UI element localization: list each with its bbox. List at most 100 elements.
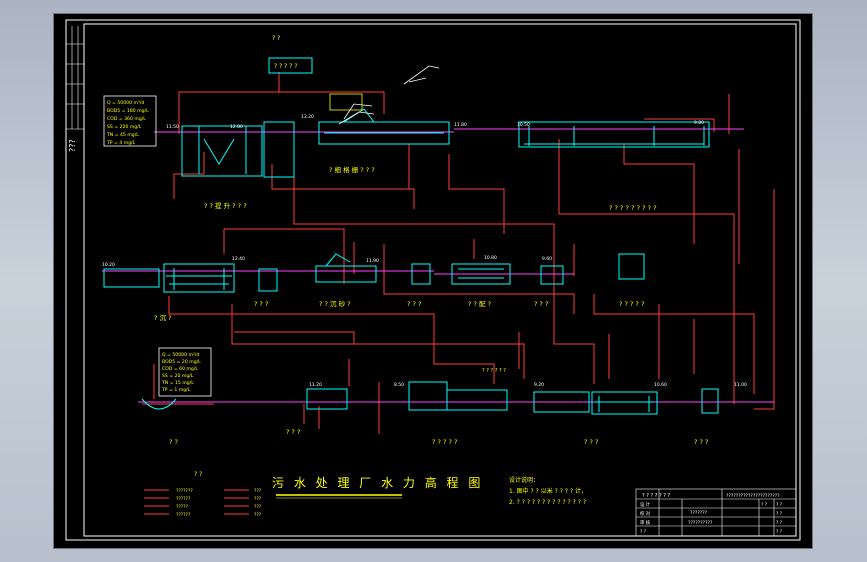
tb-row-review: 审 核 bbox=[640, 519, 651, 526]
binding-strip bbox=[66, 26, 84, 130]
influent-row-5: TP = 4 mg/L bbox=[106, 140, 136, 146]
tb-field-2: ?????????? bbox=[688, 520, 713, 526]
fine-screen-channel bbox=[318, 121, 450, 145]
label-fine-screen: ? 细 格 栅 ? ? ? bbox=[329, 165, 375, 174]
elev-14: 10.60 bbox=[654, 382, 667, 388]
effluent-row-4: TN = 15 mg/L bbox=[161, 380, 194, 386]
elev-12: 8.50 bbox=[394, 382, 404, 388]
notes-line-1: 1. 图中 ? ? 以米 ? ? ? ? 计， bbox=[509, 487, 587, 495]
tb-cell-1: ? ? bbox=[776, 511, 783, 517]
label-grit-chamber: ? ? ? ? ? ? ? ? ? bbox=[609, 204, 657, 212]
effluent-table: Q = 50000 m³/d BOD5 = 20 mg/L COD = 60 m… bbox=[158, 347, 212, 397]
label-row2-3: ? ? ? bbox=[407, 300, 421, 308]
grit-chamber bbox=[518, 121, 710, 148]
tb-cell-0: ? ? bbox=[776, 502, 783, 508]
influent-row-0: Q = 50000 m³/d bbox=[107, 100, 144, 106]
title-block bbox=[635, 488, 797, 537]
hydraulic-profile-drawing: ??? bbox=[65, 19, 801, 541]
influent-row-1: BOD5 = 180 mg/L bbox=[107, 108, 149, 114]
bottom-caption: ? ? ? ? ? ? bbox=[482, 368, 506, 374]
elev-15: 11.00 bbox=[734, 382, 747, 388]
row2-labels: ? 沉 ? ? ? ? ? ? 沉 砂 ? ? ? ? ? ? 配 ? ? ? … bbox=[154, 299, 645, 322]
primary-clarifier bbox=[163, 263, 235, 293]
tb-scale-label: ? ? bbox=[761, 502, 768, 508]
elev-3: 11.80 bbox=[454, 122, 467, 128]
influent-table: Q = 50000 m³/d BOD5 = 180 mg/L COD = 360… bbox=[103, 95, 157, 147]
elev-5: 9.80 bbox=[694, 120, 704, 126]
elev-10: 9.60 bbox=[542, 256, 552, 262]
elev-13: 9.20 bbox=[534, 382, 544, 388]
title-block-text: ? ? ? ? ? ? ? ?????????????????????? 设 计… bbox=[640, 493, 783, 535]
elev-9: 10.80 bbox=[484, 255, 497, 261]
row1-labels: ? ? 提 升 ? ? ? ? 细 格 栅 ? ? ? ? ? ? ? ? ? … bbox=[204, 165, 657, 212]
outer-frame bbox=[65, 19, 801, 541]
drawing-sheet: ??? bbox=[54, 14, 812, 548]
inlet-caption: ? ? bbox=[272, 35, 280, 42]
design-notes: 设计说明： 1. 图中 ? ? 以米 ? ? ? ? 计， 2. ? ? ? ?… bbox=[509, 476, 587, 506]
elev-8: 11.90 bbox=[366, 258, 379, 264]
legend-item-3-right: ??? bbox=[254, 512, 262, 518]
elev-1: 12.80 bbox=[230, 124, 243, 130]
influent-row-3: SS = 200 mg/L bbox=[107, 124, 142, 130]
legend-title: ? ? bbox=[194, 471, 202, 478]
elev-6: 10.20 bbox=[102, 262, 115, 268]
tb-field-1: ??????? bbox=[690, 510, 708, 516]
label-outfall: ? ? bbox=[169, 438, 178, 446]
notes-line-2: 2. ? ? ? ? ? ? ? ? ? ? ? ? ? ? bbox=[509, 499, 586, 506]
tb-row-approve: ? ? bbox=[640, 529, 647, 535]
elev-11: 11.20 bbox=[309, 382, 322, 388]
effluent-row-0: Q = 50000 m³/d bbox=[162, 352, 199, 358]
legend-item-2-right: ??? bbox=[254, 504, 262, 510]
distribution-well bbox=[315, 265, 377, 283]
legend-item-1-right: ??? bbox=[254, 496, 262, 502]
label-aerated-grit: ? ? 沉 砂 ? bbox=[319, 299, 351, 308]
side-label: ??? bbox=[68, 139, 77, 152]
influent-row-2: COD = 360 mg/L bbox=[107, 116, 146, 122]
tb-drawing-name: ?????????????????????? bbox=[726, 493, 780, 499]
elev-7: 12.40 bbox=[232, 256, 245, 262]
label-lift-station: ? ? 提 升 ? ? ? bbox=[204, 201, 247, 210]
label-row2-6: ? ? ? ? ? bbox=[619, 300, 645, 308]
label-row2-5: ? ? ? bbox=[534, 300, 548, 308]
elev-0: 11.50 bbox=[166, 124, 179, 130]
secondary-clarifier bbox=[591, 391, 658, 415]
influent-row-4: TN = 45 mg/L bbox=[106, 132, 139, 138]
uv-disinfection bbox=[306, 388, 348, 410]
elev-2: 13.20 bbox=[301, 114, 314, 120]
inlet-box bbox=[268, 57, 313, 74]
tb-cell-2: ? ? bbox=[776, 520, 783, 526]
effluent-row-1: BOD5 = 20 mg/L bbox=[162, 359, 201, 365]
inner-frame bbox=[83, 23, 797, 537]
drawing-title: 污 水 处 理 厂 水 力 高 程 图 bbox=[272, 475, 483, 490]
label-distribution: ? ? 配 ? bbox=[468, 300, 491, 308]
legend-item-0-left: ??????? bbox=[176, 488, 193, 494]
elevation-markers: 11.50 12.80 13.20 11.80 10.50 9.80 10.20… bbox=[102, 114, 747, 388]
legend-item-2-left: ????? bbox=[176, 504, 189, 510]
row1-screen-equipment bbox=[329, 65, 440, 125]
label-row2-1: ? ? ? bbox=[254, 300, 268, 308]
tb-cell-3: ? ? bbox=[776, 529, 783, 535]
tb-row-check: 校 对 bbox=[640, 510, 651, 517]
label-row3-3: ? ? ? bbox=[694, 438, 708, 446]
effluent-row-3: SS = 20 mg/L bbox=[162, 373, 194, 379]
elev-4: 10.50 bbox=[517, 122, 530, 128]
label-secondary-clarifier: ? ? ? bbox=[584, 438, 598, 446]
tb-row-design: 设 计 bbox=[640, 501, 651, 508]
lift-pump-station bbox=[181, 125, 263, 177]
legend-item-1-left: ?????? bbox=[176, 496, 191, 502]
label-row3-4: ? ? ? bbox=[286, 428, 300, 436]
row3-structures bbox=[141, 381, 719, 415]
legend-item-0-right: ??? bbox=[254, 488, 262, 494]
legend-item-3-left: ?????? bbox=[176, 512, 191, 518]
label-contact-tank: ? ? ? ? ? bbox=[432, 438, 458, 446]
row3-labels: ? ? ? ? ? ? ? ? ? ? ? ? ? ? ? ? bbox=[169, 428, 708, 446]
notes-heading: 设计说明： bbox=[509, 476, 539, 484]
legend: ? ? ??????? ?????? ????? ?????? ??? ??? … bbox=[144, 471, 262, 518]
row2-structures bbox=[103, 253, 645, 293]
effluent-row-2: COD = 60 mg/L bbox=[162, 366, 198, 372]
label-primary-clarifier: ? 沉 ? bbox=[154, 314, 172, 322]
tb-org: ? ? ? ? ? ? ? bbox=[642, 493, 670, 499]
water-level-lines bbox=[102, 128, 774, 403]
outfall-basin bbox=[141, 398, 177, 410]
inlet-box-label: ? ? ? ? ? bbox=[274, 63, 298, 70]
